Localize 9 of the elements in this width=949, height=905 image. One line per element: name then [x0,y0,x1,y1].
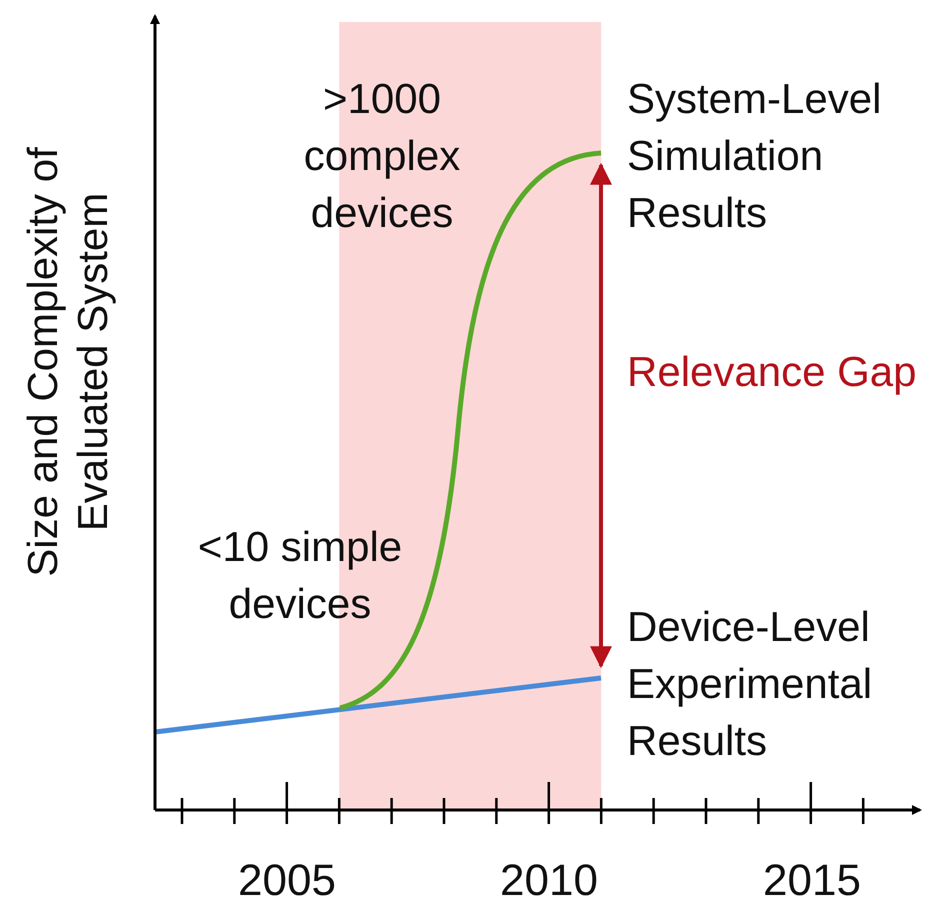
series-label: System-Level Simulation Results [627,74,882,238]
annotation-text: <10 simple devices [196,522,404,629]
tick-label: 2015 [762,855,862,905]
annotation-text: >1000 complex devices [302,74,462,238]
tick-label: 2010 [499,855,599,905]
gap-label: Relevance Gap [627,347,918,397]
series-label: Device-Level Experimental Results [627,602,874,766]
axis-title: Size and Complexity of Evaluated System [18,146,117,579]
tick-label: 2005 [237,855,337,905]
